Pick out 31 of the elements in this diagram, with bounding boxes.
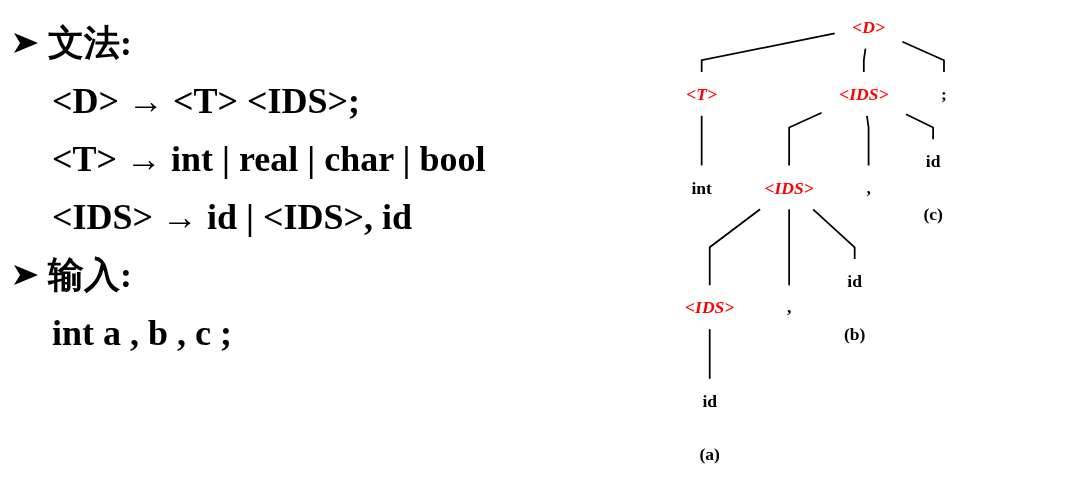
node-text: <D> (851, 16, 885, 37)
connector (901, 40, 945, 73)
node-label: (c) (922, 204, 943, 224)
connector (865, 114, 869, 167)
connector (708, 208, 761, 287)
node-label: (a) (698, 443, 720, 464)
node-text: int (690, 177, 712, 198)
node-text: , (786, 297, 791, 317)
connector (862, 47, 866, 73)
node-text: <IDS> (764, 177, 814, 198)
connector (787, 208, 790, 287)
grammar-text: <D> → <T> <IDS>; (52, 80, 361, 122)
grammar-text: int a , b , c ; (52, 312, 232, 354)
node-text: id (701, 391, 717, 411)
section-heading: 文法: (48, 21, 132, 65)
connector (708, 328, 711, 380)
node-text: <IDS> (684, 297, 734, 317)
section-heading: 输入: (48, 253, 132, 297)
connector (904, 113, 934, 141)
node-label: (b) (843, 323, 865, 344)
grammar-text: <T> → int | real | char | bool (52, 138, 486, 180)
node-text: id (925, 151, 940, 171)
node-text: id (846, 271, 862, 291)
connector (700, 114, 703, 167)
node-text: <T> (685, 84, 717, 104)
node-text: ; (940, 84, 947, 104)
grammar-text: <IDS> → id | <IDS>, id (52, 196, 413, 238)
node-text: , (865, 177, 871, 198)
connector (811, 208, 856, 260)
connector (700, 32, 836, 73)
node-text: <IDS> (838, 84, 888, 104)
